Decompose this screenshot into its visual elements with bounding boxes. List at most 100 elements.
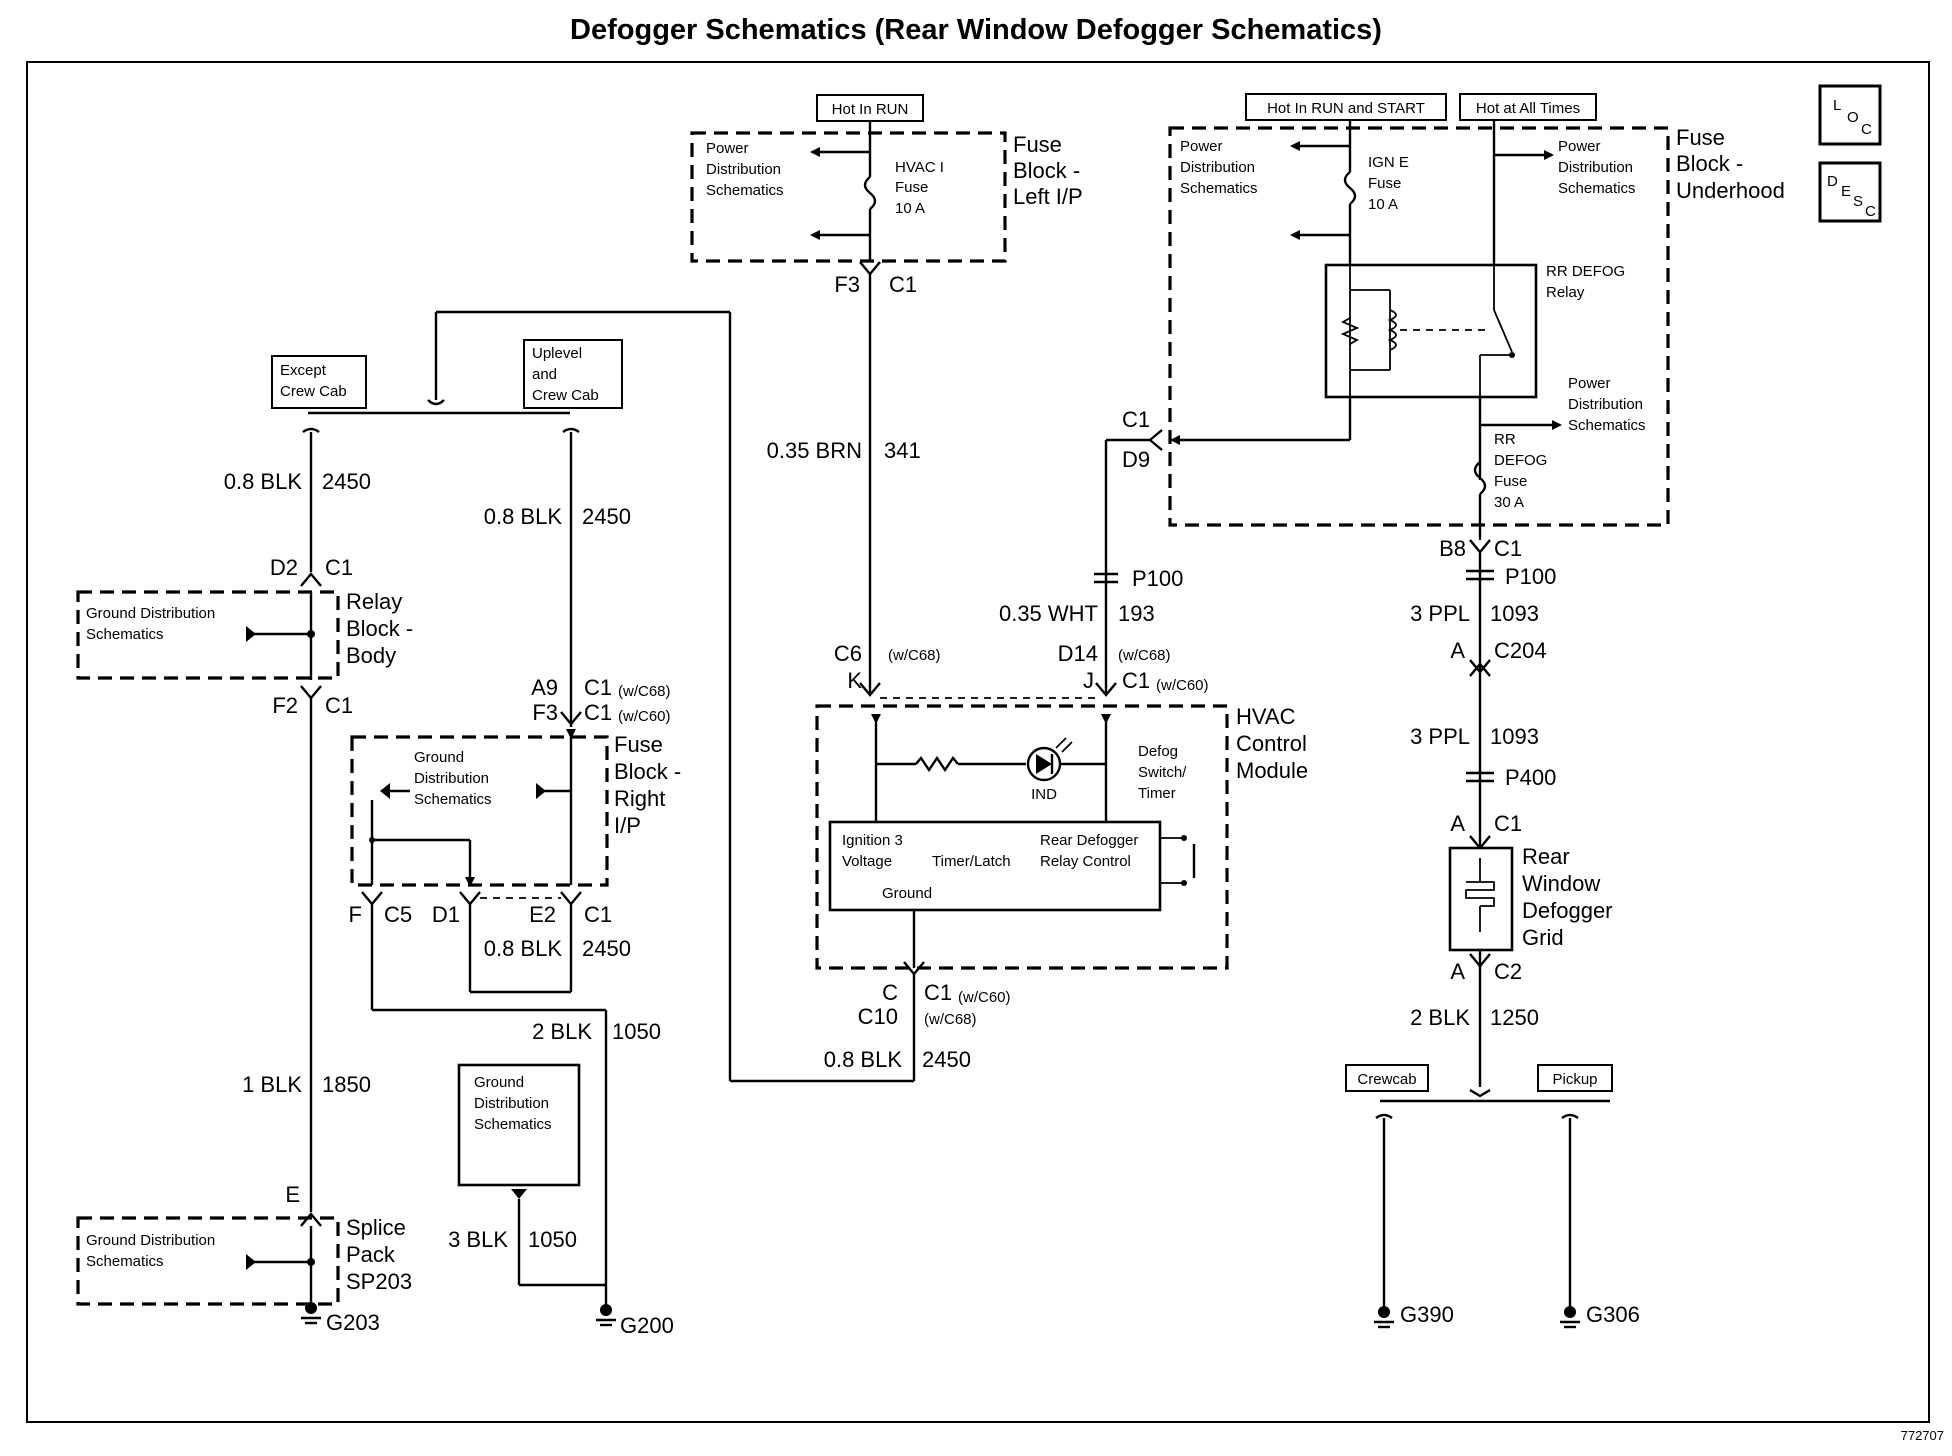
- svg-text:Ignition 3: Ignition 3: [842, 832, 903, 849]
- svg-text:1093: 1093: [1490, 601, 1539, 626]
- power-dist-relay-label: Power Distribution Schematics: [1568, 375, 1646, 434]
- svg-text:Crewcab: Crewcab: [1357, 1071, 1416, 1088]
- figure-id: 772707: [1901, 1428, 1944, 1443]
- defog-switch-icon: [1160, 835, 1196, 886]
- svg-text:2450: 2450: [582, 936, 631, 961]
- wire-1050-upper-label: 2 BLK 1050: [532, 1019, 661, 1044]
- svg-text:C1: C1: [889, 272, 917, 297]
- svg-text:Hot In RUN and START: Hot In RUN and START: [1267, 100, 1425, 117]
- svg-text:Defogger: Defogger: [1522, 898, 1613, 923]
- wire-2450-left-label: 0.8 BLK 2450: [224, 469, 371, 494]
- svg-text:Block -: Block -: [1013, 158, 1080, 183]
- svg-text:C1: C1: [1494, 536, 1522, 561]
- svg-text:0.8 BLK: 0.8 BLK: [484, 936, 563, 961]
- svg-text:Power: Power: [706, 140, 749, 157]
- fuse-block-right-bottom-pins: F C5 D1 E2 C1: [349, 891, 612, 927]
- svg-text:Schematics: Schematics: [706, 182, 784, 199]
- fuse-block-underhood-name: Fuse Block - Underhood: [1676, 125, 1785, 203]
- power-dist-label-left: Power Distribution Schematics: [706, 140, 784, 199]
- svg-text:Defog: Defog: [1138, 743, 1178, 760]
- supply-tag-hot-in-run: Hot In RUN: [816, 94, 924, 122]
- svg-text:SP203: SP203: [346, 1269, 412, 1294]
- svg-text:Schematics: Schematics: [86, 626, 164, 643]
- svg-text:Ground: Ground: [414, 749, 464, 766]
- svg-text:Uplevel: Uplevel: [532, 345, 582, 362]
- svg-text:Power: Power: [1568, 375, 1611, 392]
- svg-text:Power: Power: [1558, 138, 1601, 155]
- hvac-fuse-label: HVAC I Fuse 10 A: [895, 159, 944, 217]
- rr-defog-relay: [1324, 263, 1538, 399]
- hvac-c6-connector: C6 (w/C68) K: [834, 641, 941, 697]
- crew-option-uplevel: Uplevel and Crew Cab: [523, 339, 623, 409]
- svg-text:A9: A9: [531, 675, 558, 700]
- svg-text:Switch/: Switch/: [1138, 764, 1187, 781]
- wire-1093-label-1: 3 PPL 1093: [1410, 601, 1539, 626]
- svg-text:C1: C1: [924, 980, 952, 1005]
- svg-text:2450: 2450: [582, 504, 631, 529]
- gnd-dist-splice-label: Ground Distribution Schematics: [86, 1232, 215, 1270]
- svg-text:Distribution: Distribution: [706, 161, 781, 178]
- svg-text:C: C: [1865, 203, 1876, 220]
- svg-text:(w/C68): (w/C68): [618, 683, 671, 700]
- rr-defog-fuse-symbol: [1473, 461, 1487, 495]
- wire-2450-mid-label: 0.8 BLK 2450: [484, 504, 631, 529]
- wire-1050-lower-label: 3 BLK 1050: [448, 1227, 577, 1252]
- svg-text:Fuse: Fuse: [1368, 175, 1401, 192]
- svg-text:30 A: 30 A: [1494, 494, 1524, 511]
- svg-text:1093: 1093: [1490, 724, 1539, 749]
- ign-e-fuse-label: IGN E Fuse 10 A: [1368, 154, 1409, 213]
- hvac-fuse-symbol: [863, 176, 877, 210]
- svg-text:O: O: [1847, 109, 1859, 126]
- grid-top-connector: A C1: [1450, 811, 1522, 850]
- svg-text:Splice: Splice: [346, 1215, 406, 1240]
- svg-text:(w/C60): (w/C60): [1156, 677, 1209, 694]
- relay-block-d2-connector: D2 C1: [270, 555, 353, 587]
- fuse-block-left-ip: [690, 131, 1007, 263]
- svg-text:Schematics: Schematics: [474, 1116, 552, 1133]
- loc-icon[interactable]: LOC: [1818, 84, 1882, 146]
- svg-text:Ground: Ground: [882, 885, 932, 902]
- hvac-c-c10-connector: C C10 C1 (w/C60) (w/C68): [858, 980, 1011, 1029]
- svg-text:341: 341: [884, 438, 921, 463]
- svg-text:(w/C68): (w/C68): [1118, 647, 1171, 664]
- svg-text:C1: C1: [1122, 407, 1150, 432]
- svg-text:F3: F3: [532, 700, 558, 725]
- rr-defog-fuse-label: RR DEFOG Fuse 30 A: [1494, 431, 1547, 511]
- svg-text:F2: F2: [272, 693, 298, 718]
- svg-text:Body: Body: [346, 643, 396, 668]
- svg-text:Control: Control: [1236, 731, 1307, 756]
- p100-inline-connector-2: P100: [1466, 564, 1556, 589]
- rear-window-defogger-grid: [1448, 846, 1514, 952]
- svg-text:D1: D1: [432, 902, 460, 927]
- relay-block-f2-connector: F2 C1: [272, 685, 353, 718]
- hvac-control-module-label: HVAC Control Module: [1236, 704, 1308, 783]
- svg-text:Timer/Latch: Timer/Latch: [932, 853, 1011, 870]
- svg-text:C204: C204: [1494, 638, 1547, 663]
- svg-text:10 A: 10 A: [895, 200, 925, 217]
- svg-text:Ground Distribution: Ground Distribution: [86, 1232, 215, 1249]
- svg-text:0.35 BRN: 0.35 BRN: [767, 438, 862, 463]
- svg-text:1 BLK: 1 BLK: [242, 1072, 302, 1097]
- svg-text:and: and: [532, 366, 557, 383]
- svg-text:193: 193: [1118, 601, 1155, 626]
- supply-tag-hot-all-times: Hot at All Times: [1459, 93, 1597, 121]
- p100-inline-connector-1: P100: [1094, 566, 1183, 591]
- svg-text:Schematics: Schematics: [1558, 180, 1636, 197]
- wire-2450-loop-label: 0.8 BLK 2450: [484, 936, 631, 961]
- svg-text:A: A: [1450, 811, 1465, 836]
- svg-text:2 BLK: 2 BLK: [532, 1019, 592, 1044]
- wire-1093-label-2: 3 PPL 1093: [1410, 724, 1539, 749]
- wire-193-label: 0.35 WHT 193: [999, 601, 1155, 626]
- svg-text:C1: C1: [584, 902, 612, 927]
- svg-text:Distribution: Distribution: [1558, 159, 1633, 176]
- svg-text:A: A: [1450, 959, 1465, 984]
- svg-text:G390: G390: [1400, 1302, 1454, 1327]
- svg-text:Schematics: Schematics: [1568, 417, 1646, 434]
- svg-text:(w/C68): (w/C68): [924, 1011, 977, 1028]
- splice-pack-label: Splice Pack SP203: [346, 1215, 412, 1294]
- svg-text:E: E: [1841, 183, 1851, 200]
- fuse-block-right-ip: [350, 735, 609, 887]
- svg-text:Left I/P: Left I/P: [1013, 184, 1083, 209]
- svg-text:Relay: Relay: [1546, 284, 1585, 301]
